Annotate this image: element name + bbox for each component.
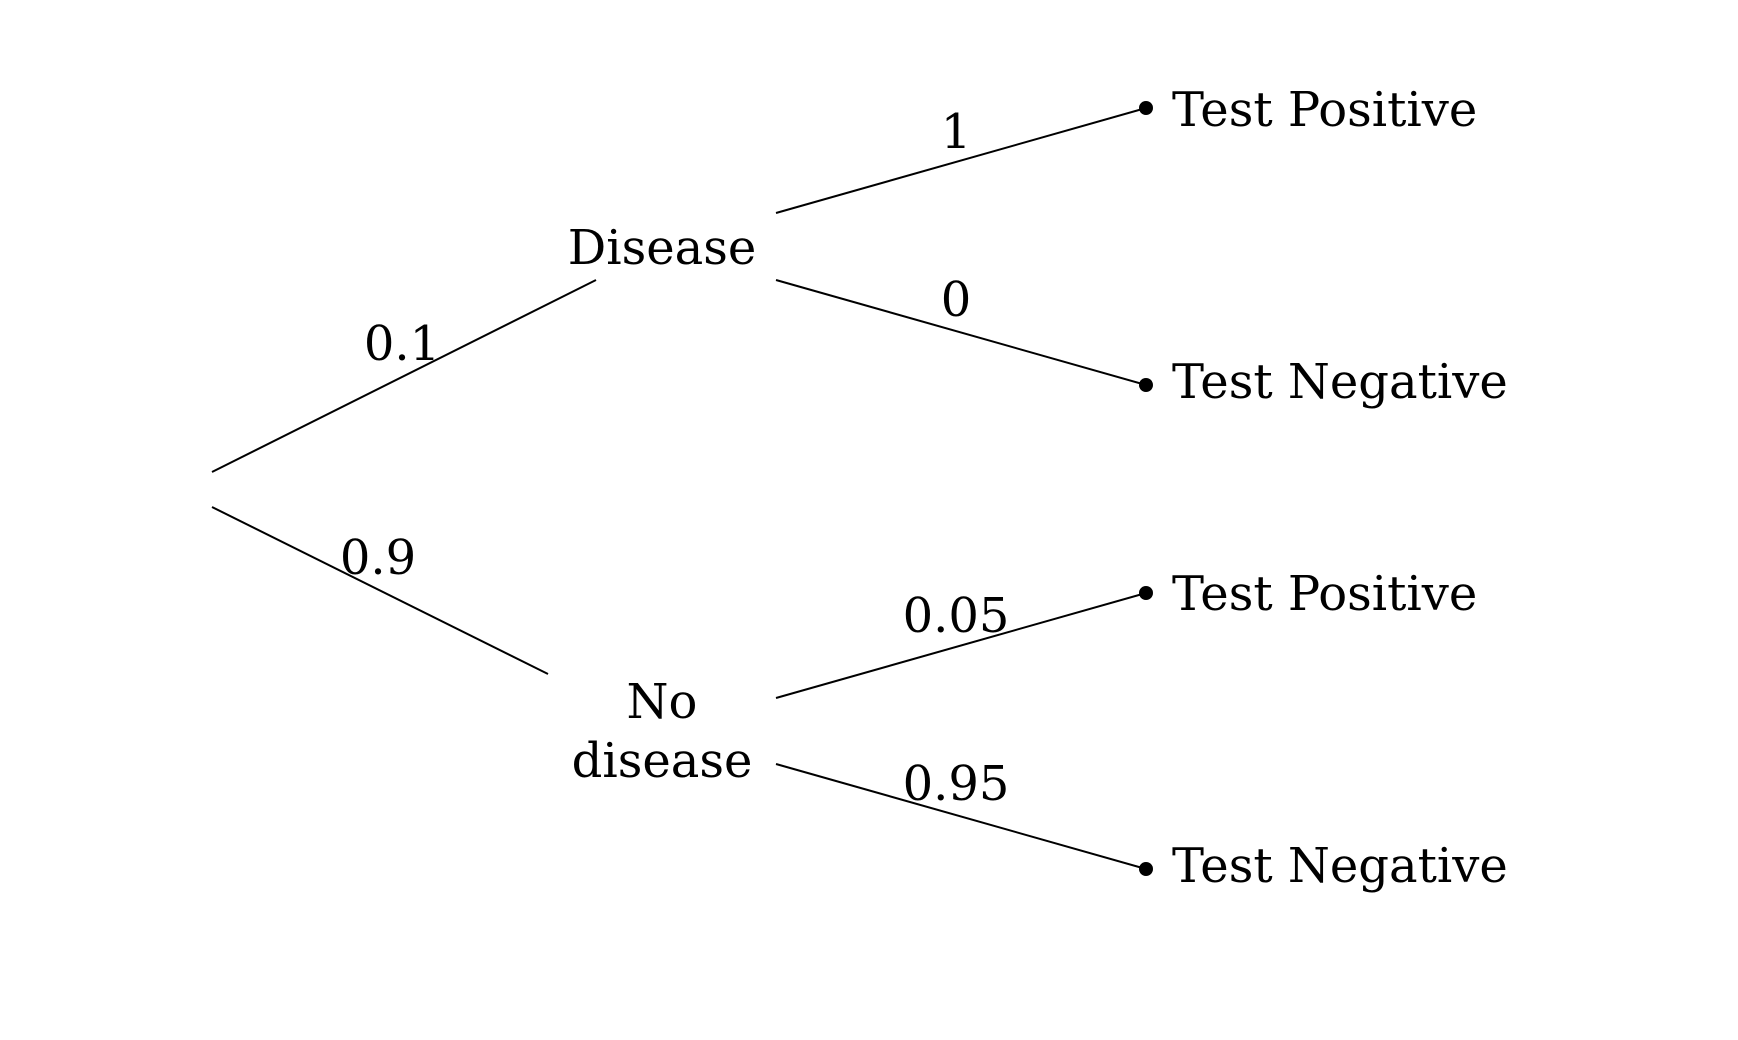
leaf-dot-1 xyxy=(1139,101,1153,115)
edge-disease-test-positive xyxy=(775,107,1147,214)
edge-no-disease-test-negative xyxy=(775,763,1147,870)
edge-root-no-disease xyxy=(211,506,549,675)
leaf-dot-4 xyxy=(1139,862,1153,876)
probability-disease-test-negative: 0 xyxy=(941,272,972,328)
node-no-disease-label-line2: disease xyxy=(572,733,753,789)
edge-no-disease-test-positive xyxy=(775,592,1147,699)
probability-root-no-disease: 0.9 xyxy=(340,530,416,586)
leaf-label-3: Test Positive xyxy=(1172,566,1477,622)
node-no-disease-label-line1: No xyxy=(627,674,698,730)
leaf-label-2: Test Negative xyxy=(1172,354,1508,410)
probability-no-disease-test-positive: 0.05 xyxy=(903,588,1010,644)
leaf-label-4: Test Negative xyxy=(1172,838,1508,894)
leaf-dot-3 xyxy=(1139,586,1153,600)
probability-no-disease-test-negative: 0.95 xyxy=(903,756,1010,812)
edge-root-disease xyxy=(211,279,597,473)
node-disease-label: Disease xyxy=(568,220,757,276)
probability-disease-test-positive: 1 xyxy=(941,104,972,160)
leaf-label-1: Test Positive xyxy=(1172,82,1477,138)
probability-root-disease: 0.1 xyxy=(364,316,440,372)
leaf-dot-2 xyxy=(1139,378,1153,392)
edge-disease-test-negative xyxy=(775,279,1147,386)
